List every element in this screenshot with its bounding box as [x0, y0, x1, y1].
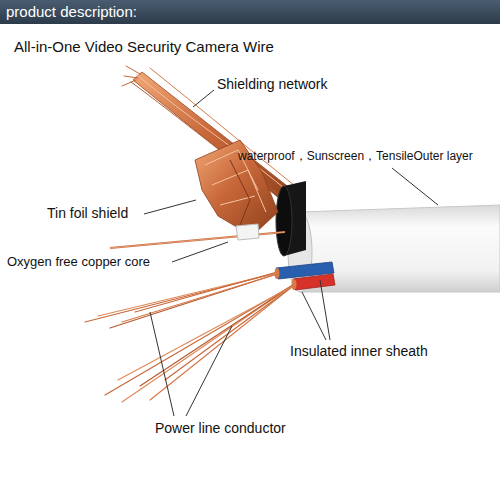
leader-line: [193, 90, 214, 107]
strand: [110, 274, 277, 328]
jacket: [276, 181, 500, 292]
foil-crease: [230, 160, 250, 225]
part-label: Insulated inner sheath: [290, 343, 428, 359]
strand: [150, 286, 293, 400]
part-label: Tin foil shield: [47, 205, 128, 221]
leader-line: [172, 242, 228, 262]
leader-line: [150, 312, 174, 416]
leader-line: [302, 292, 326, 340]
leader-line: [186, 326, 232, 416]
leader-line: [320, 280, 330, 340]
part-label: Power line conductor: [155, 420, 286, 436]
inner-jacket-end: [276, 186, 292, 256]
leader-line: [392, 168, 438, 205]
leader-lines: [144, 90, 438, 416]
strand: [118, 286, 293, 380]
part-label: Oxygen free copper core: [7, 255, 150, 270]
dielectric: [236, 224, 259, 240]
part-label: waterproof，Sunscreen，TensileOuter layer: [238, 150, 473, 164]
header-bar: [0, 0, 500, 24]
strand: [140, 285, 293, 386]
diagram-title: All-in-One Video Security Camera Wire: [14, 38, 274, 55]
insulated-wires: [275, 262, 336, 290]
strand: [122, 285, 293, 402]
wire-cut: [275, 268, 280, 279]
strand: [105, 285, 293, 395]
red-wire: [293, 274, 335, 290]
strand: [165, 286, 293, 380]
header-text: product description:: [6, 3, 137, 20]
part-label: Shielding network: [217, 76, 328, 92]
wire-cut: [292, 279, 297, 290]
center-core: [110, 224, 285, 248]
power-strands: [85, 272, 293, 402]
leader-line: [144, 200, 196, 214]
braid-strand: [122, 66, 140, 86]
